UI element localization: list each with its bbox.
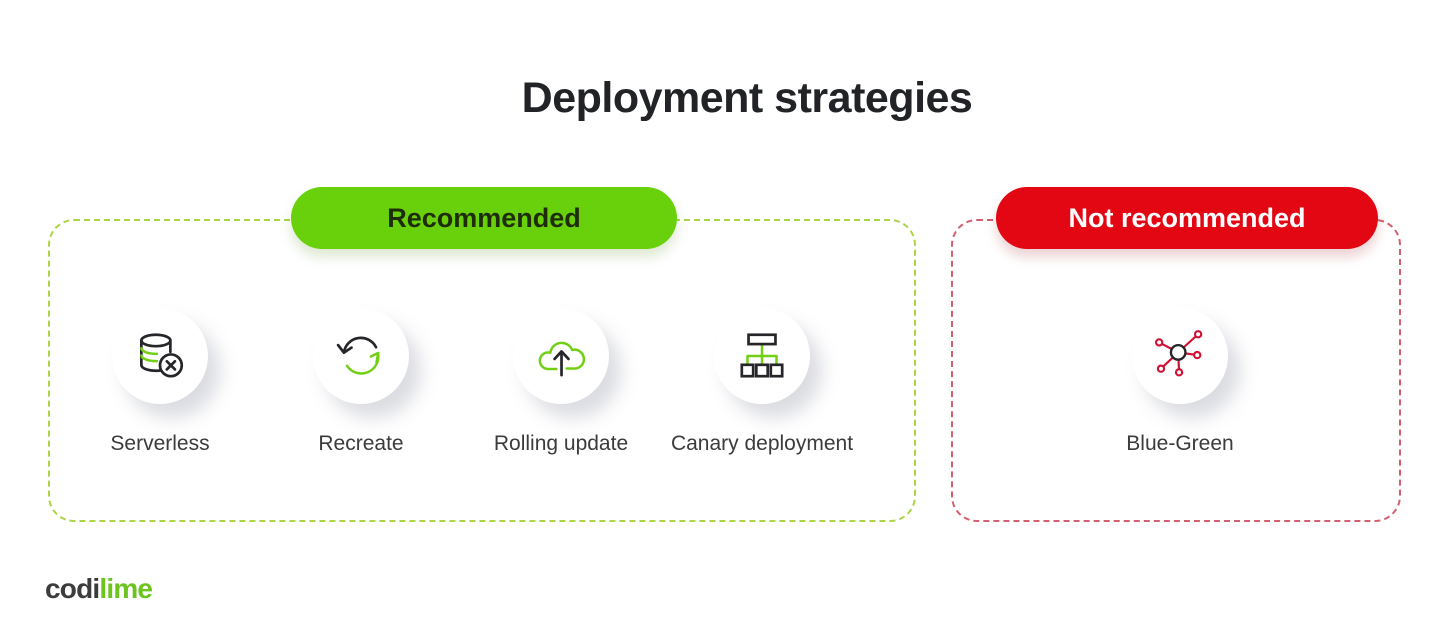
serverless-database-icon (140, 333, 184, 378)
strategy-canary-deployment: Canary deployment (657, 308, 867, 456)
icon-circle (1132, 308, 1228, 404)
recreate-cycle-icon (336, 336, 380, 375)
strategy-label: Canary deployment (670, 432, 854, 455)
strategy-label: Recreate (318, 432, 404, 455)
strategy-blue-green: Blue-Green (1075, 308, 1285, 456)
not-recommended-badge-label: Not recommended (1068, 202, 1306, 233)
not-recommended-badge: Not recommended (996, 187, 1378, 249)
blue-green-network-icon (1154, 330, 1203, 377)
icon-circle (714, 308, 810, 404)
icon-circle (513, 308, 609, 404)
icon-circle (313, 308, 409, 404)
strategy-label: Blue-Green (1126, 432, 1234, 455)
recommended-badge: Recommended (291, 187, 677, 249)
canary-hierarchy-icon (740, 333, 784, 378)
page-title: Deployment strategies (521, 74, 973, 122)
rolling-update-cloud-icon (538, 341, 586, 377)
strategy-rolling-update: Rolling update (456, 308, 666, 456)
strategy-recreate: Recreate (256, 308, 466, 456)
strategy-serverless: Serverless (55, 308, 265, 456)
strategy-label: Serverless (110, 432, 210, 455)
icon-circle (112, 308, 208, 404)
logo-text-lime: lime (99, 573, 153, 604)
strategy-label: Rolling update (493, 432, 629, 455)
codilime-logo: codilime (45, 573, 153, 605)
logo-text-codi: codi (45, 573, 100, 604)
recommended-badge-label: Recommended (387, 202, 581, 233)
